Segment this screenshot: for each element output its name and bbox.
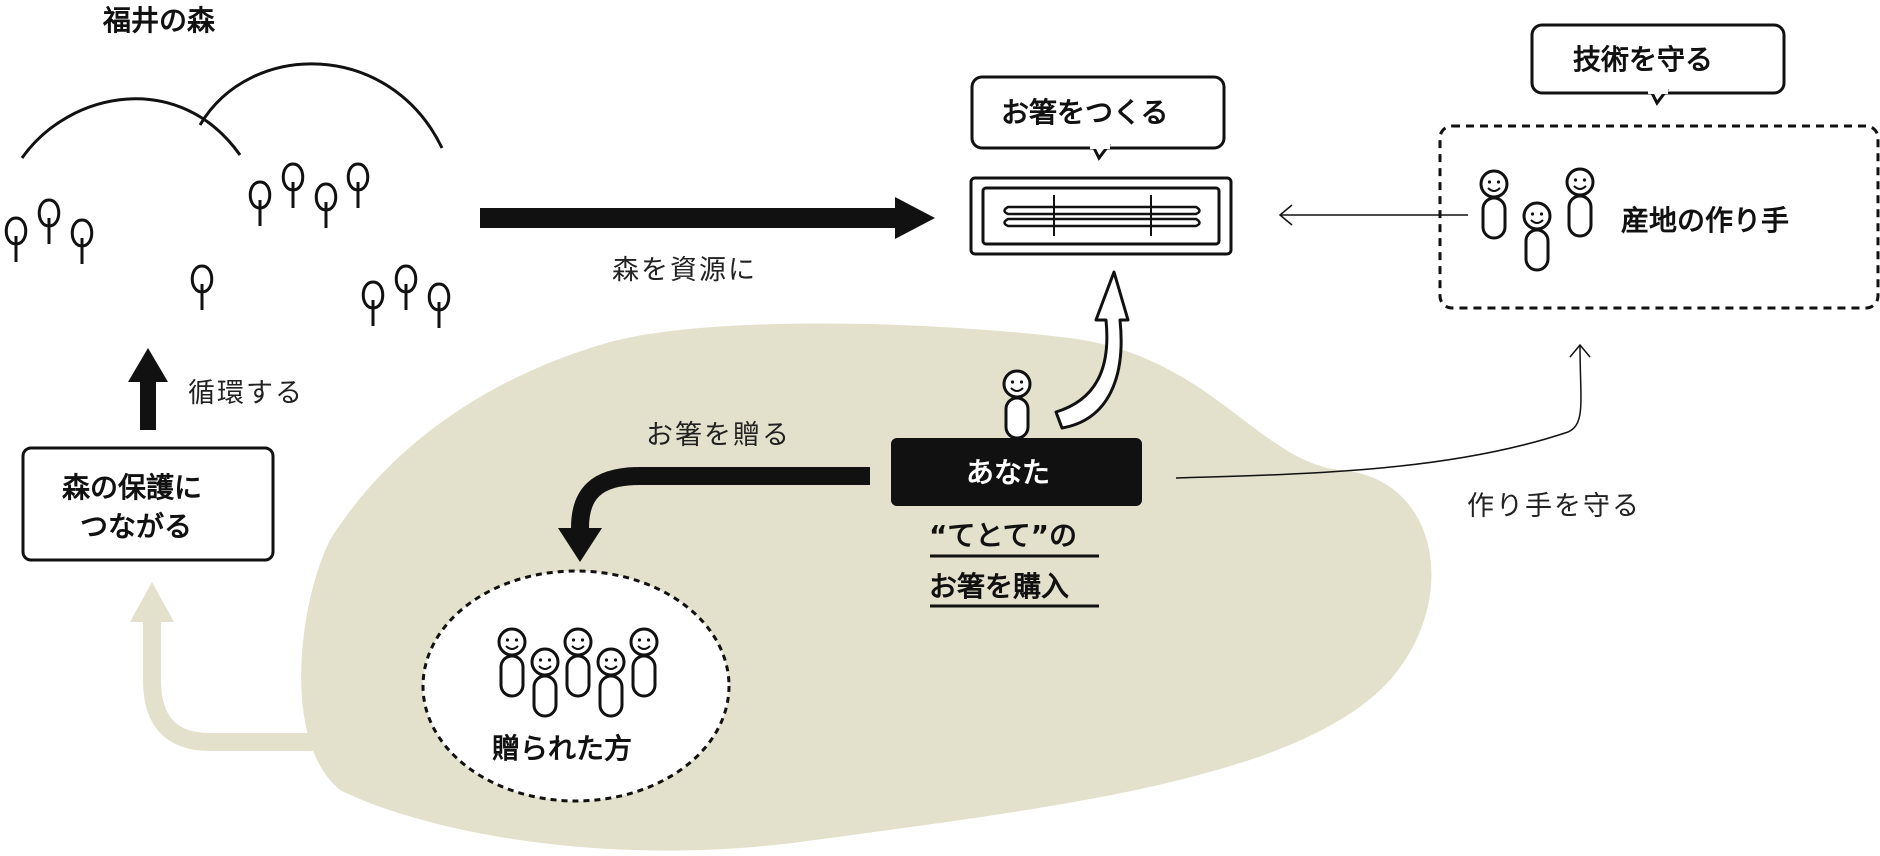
recipients-label: 贈られた方 [492, 732, 632, 765]
person-icon [1565, 167, 1595, 238]
you-person-icon [1002, 369, 1032, 440]
protect-skills-label: 技術を守る [1573, 43, 1713, 76]
gift-arrow [558, 467, 870, 562]
tree-icon [248, 180, 272, 228]
tree-icon [427, 282, 451, 330]
you-box [891, 438, 1142, 506]
you-label: あなた [966, 456, 1050, 489]
make-chopsticks-label: お箸をつくる [1001, 96, 1168, 129]
gift-label: お箸を贈る [646, 420, 791, 451]
circulate-up-arrow [128, 348, 168, 430]
make-chopsticks-bubble [970, 75, 1226, 161]
purchase-line1: “てとて”の [929, 519, 1077, 552]
person-icon [629, 627, 659, 698]
forest-protection-box [21, 446, 275, 562]
tree-icon [346, 162, 370, 210]
forest-title: 福井の森 [102, 4, 216, 37]
arrow-you-to-makers [1175, 343, 1591, 479]
person-icon [1479, 169, 1509, 240]
tree-icon [361, 280, 385, 328]
person-icon [596, 647, 626, 718]
arrow-forest-to-chopsticks [480, 197, 935, 239]
forest-protection-line2: つながる [80, 510, 192, 543]
person-icon [497, 627, 527, 698]
tree-icon [190, 264, 214, 312]
person-icon [563, 627, 593, 698]
chopsticks-icon [969, 176, 1233, 256]
community-area [301, 323, 1432, 851]
makers-label: 産地の作り手 [1621, 204, 1789, 237]
tree-icon [70, 218, 94, 266]
tree-icon [4, 216, 28, 264]
makers-box [1438, 124, 1880, 310]
label-forest-to-resource: 森を資源に [612, 255, 757, 286]
protect-makers-label: 作り手を守る [1467, 491, 1641, 522]
arrow-makers-to-chopsticks [1278, 204, 1468, 226]
forest-protection-line1: 森の保護に [62, 471, 202, 504]
tree-icon [314, 182, 338, 230]
forest-trees [4, 162, 451, 330]
protect-skills-bubble [1530, 23, 1786, 106]
purchase-up-arrow [1054, 270, 1130, 430]
tree-icon [394, 264, 418, 312]
circulate-label: 循環する [188, 378, 304, 409]
forest-hills [20, 62, 444, 159]
purchase-line2: お箸を購入 [929, 570, 1069, 603]
tree-icon [37, 198, 61, 246]
person-icon [530, 647, 560, 718]
person-icon [1522, 201, 1552, 272]
tree-icon [281, 162, 305, 210]
return-arrow [130, 582, 345, 751]
